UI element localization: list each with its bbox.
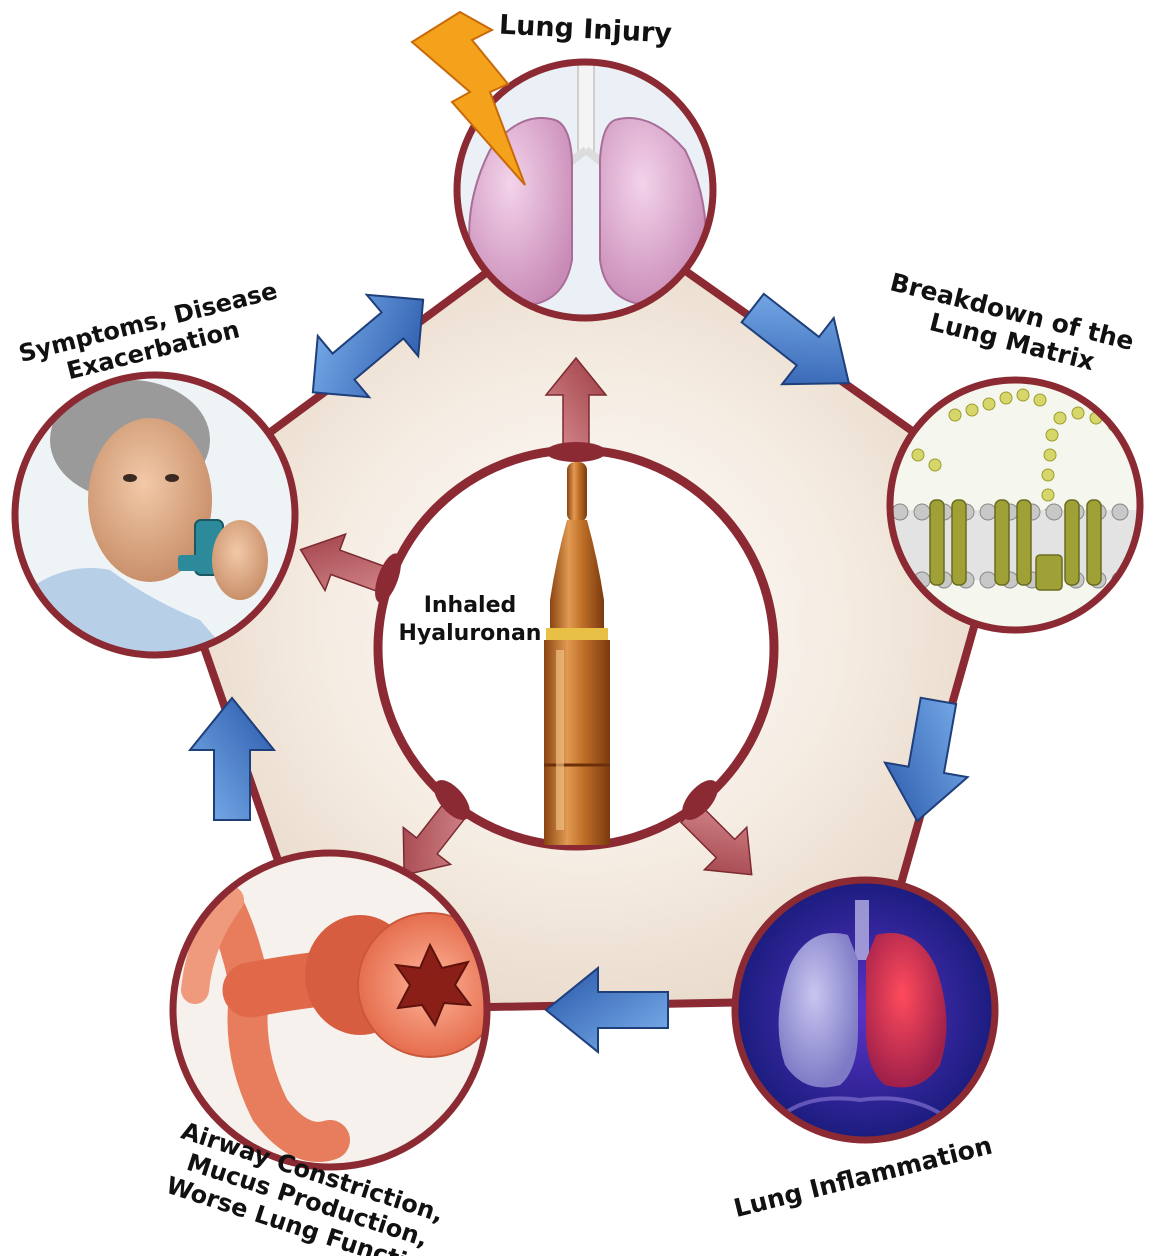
membrane-lipids — [890, 500, 1140, 590]
lung-matrix-node — [890, 380, 1140, 630]
center-label-line2: Hyaluronan — [399, 621, 542, 646]
lung-injury-label: Lung Injury — [498, 10, 673, 50]
center-label-line1: Inhaled — [424, 593, 517, 618]
lung-injury-node — [412, 12, 713, 318]
symptoms-node — [15, 375, 295, 655]
lung-inflammation-node — [735, 880, 995, 1140]
inflammation-label: Lung Inflammation — [731, 1131, 995, 1223]
